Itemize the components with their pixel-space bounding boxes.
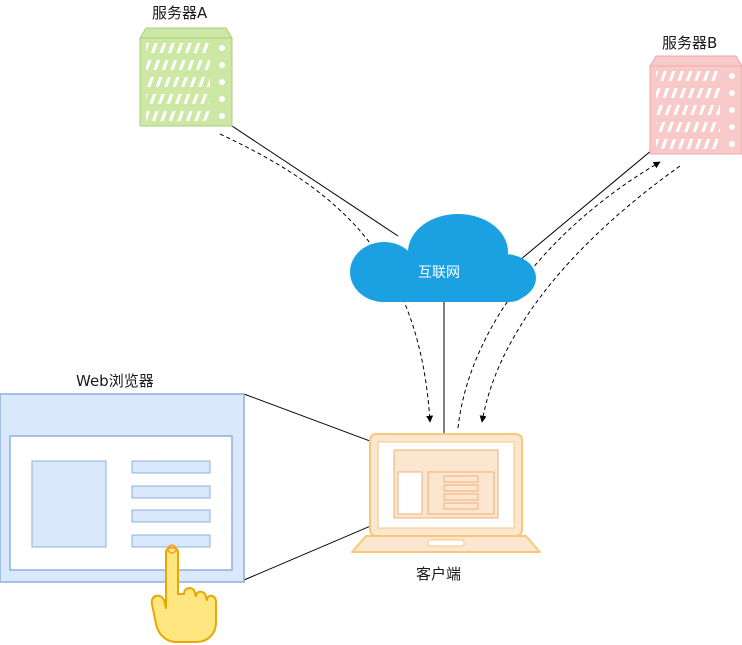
server-a-label: 服务器A [152,4,208,22]
client-label: 客户端 [416,565,462,583]
flow-server-a-to-client [219,133,434,423]
laptop-icon [351,433,541,553]
server-a-icon [139,27,233,127]
internet-cloud-icon [350,214,536,302]
web-browser-window [0,393,245,583]
server-b-label: 服务器B [662,34,718,52]
link-server-b-internet [519,149,653,261]
server-b-icon [649,55,742,155]
link-server-a-internet [231,125,399,237]
hand-pointer-icon [150,544,217,643]
web-browser-label: Web浏览器 [76,372,154,390]
internet-label: 互联网 [418,265,460,281]
flow-server-b-to-client [479,165,681,423]
